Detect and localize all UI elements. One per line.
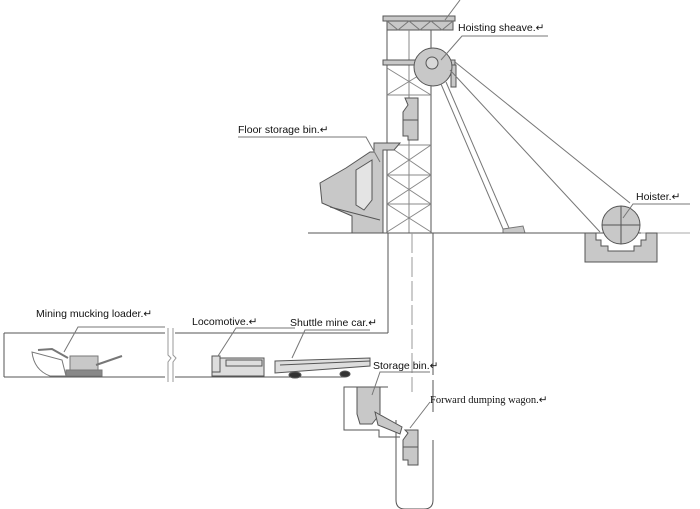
label-mining-mucking-loader: Mining mucking loader.↵ [36, 308, 153, 320]
label-hoister: Hoister.↵ [636, 191, 681, 203]
forward-dumping-wagon [402, 429, 419, 466]
shaft [395, 233, 434, 509]
storage-bin [343, 386, 403, 438]
cage-upper [402, 97, 419, 141]
label-shuttle-mine-car: Shuttle mine car.↵ [290, 317, 378, 329]
hoister-machine [584, 205, 658, 263]
haulage-tunnel [3, 233, 389, 382]
locomotive [211, 355, 265, 377]
label-forward-dumping-wagon: Forward dumping wagon.↵ [430, 395, 548, 406]
label-floor-storage-bin: Floor storage bin.↵ [238, 124, 329, 136]
floor-storage-bin [319, 142, 402, 234]
leader-lines [63, 0, 690, 429]
label-hoisting-sheave: Hoisting sheave.↵ [458, 22, 545, 34]
hoisting-sheave [413, 47, 453, 87]
mucking-loader [31, 347, 123, 377]
label-storage-bin: Storage bin.↵ [373, 360, 439, 372]
headframe [382, 15, 457, 233]
hoisting-ropes [440, 61, 631, 234]
label-locomotive: Locomotive.↵ [192, 316, 258, 328]
shuttle-mine-car [274, 357, 371, 379]
